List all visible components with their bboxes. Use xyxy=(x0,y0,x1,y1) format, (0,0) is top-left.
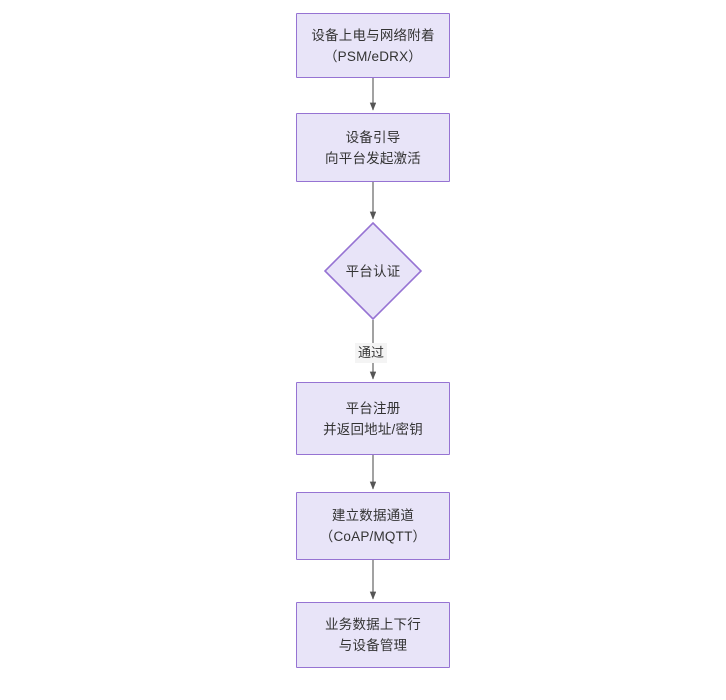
node-data-channel-line-1: 建立数据通道 xyxy=(331,508,415,523)
node-data-channel[interactable]: 建立数据通道 （CoAP/MQTT） xyxy=(296,492,450,560)
node-power-on-line-2: （PSM/eDRX） xyxy=(323,48,423,64)
node-bootstrap-line-1: 设备引导 xyxy=(345,129,401,145)
node-service-data-line-1: 业务数据上下行 xyxy=(325,617,421,632)
node-platform-auth[interactable]: 平台认证 xyxy=(324,222,422,320)
node-power-on-line-1: 设备上电与网络附着 xyxy=(311,27,435,43)
diamond-shape xyxy=(324,222,422,320)
node-platform-register[interactable]: 平台注册 并返回地址/密钥 xyxy=(296,382,450,455)
node-platform-register-line-1: 平台注册 xyxy=(345,400,401,416)
node-bootstrap-line-2: 向平台发起激活 xyxy=(325,150,421,166)
node-power-on[interactable]: 设备上电与网络附着 （PSM/eDRX） xyxy=(296,13,450,78)
edge-label-pass: 通过 xyxy=(355,343,388,363)
node-data-channel-line-2: （CoAP/MQTT） xyxy=(319,529,427,544)
node-service-data-line-2: 与设备管理 xyxy=(338,638,408,653)
node-platform-auth-label: 平台认证 xyxy=(345,263,401,279)
node-platform-register-line-2: 并返回地址/密钥 xyxy=(323,421,423,437)
node-bootstrap[interactable]: 设备引导 向平台发起激活 xyxy=(296,113,450,182)
node-service-data[interactable]: 业务数据上下行 与设备管理 xyxy=(296,602,450,668)
